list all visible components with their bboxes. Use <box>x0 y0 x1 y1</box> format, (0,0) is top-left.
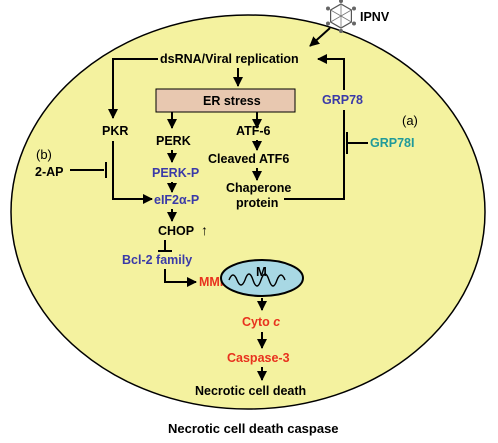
figure-caption: Necrotic cell death caspase <box>168 421 339 436</box>
node-atf6: ATF-6 <box>236 124 271 138</box>
virus-label: IPNV <box>360 10 390 24</box>
inhibitor-b-label: (b) <box>36 147 52 162</box>
node-chop: CHOP <box>158 224 194 238</box>
node-caspase3: Caspase-3 <box>227 351 290 365</box>
inhibitor-a-label: (a) <box>402 113 418 128</box>
arrow-pkr-eif2a <box>112 141 153 204</box>
arrow-dsrna-pkr <box>108 58 158 119</box>
node-bcl2: Bcl-2 family <box>122 253 192 267</box>
arrow-bcl2-mmp <box>164 269 197 287</box>
node-chaperone-line1: Chaperone <box>226 181 291 195</box>
node-perk-p: PERK-P <box>152 166 199 180</box>
cell-ellipse <box>10 14 486 410</box>
node-chaperone-line2: protein <box>236 196 278 210</box>
node-necrotic: Necrotic cell death <box>195 384 306 398</box>
node-cyto-c: Cyto c <box>242 315 280 329</box>
node-pkr: PKR <box>102 124 128 138</box>
chop-up-arrow: ↑ <box>201 222 208 238</box>
er-stress-box <box>155 88 296 113</box>
node-grp78: GRP78 <box>322 93 363 107</box>
virus-icon <box>326 0 356 33</box>
arrow-grp78-dsrna <box>317 54 345 90</box>
mitochondrion-label: M <box>256 264 267 279</box>
node-er-stress: ER stress <box>203 94 261 108</box>
loop-chaperone-grp78 <box>284 110 345 200</box>
node-dsrna: dsRNA/Viral replication <box>160 52 299 66</box>
node-perk: PERK <box>156 134 191 148</box>
arrow-ipnv-dsrna <box>309 27 331 47</box>
inhibitor-grp78i: GRP78I <box>370 136 414 150</box>
node-eif2a-p: eIF2α-P <box>154 193 199 207</box>
inhibitor-2ap: 2-AP <box>35 165 63 179</box>
mitochondrion-icon <box>220 259 304 297</box>
node-cleaved-atf6: Cleaved ATF6 <box>208 152 289 166</box>
